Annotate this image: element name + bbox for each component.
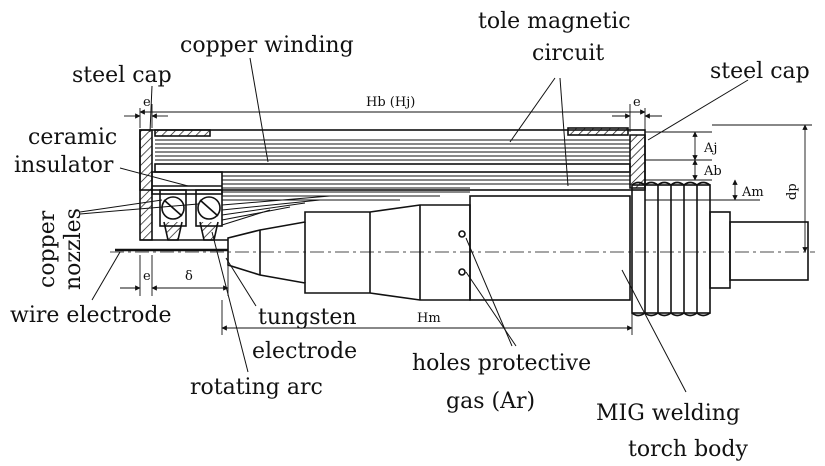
top-plate-left (154, 129, 211, 137)
dim-e-left-top: e (143, 95, 151, 110)
dim-am: Am (741, 185, 764, 200)
ceramic-insulator-block (151, 171, 223, 195)
winding-core (154, 163, 631, 173)
label-copper-winding: copper winding (180, 33, 354, 58)
label-steel-cap-right: steel cap (710, 59, 810, 84)
label-tungsten-1: tungsten (258, 305, 357, 330)
mig-body-main (469, 195, 631, 301)
top-plate-right (567, 127, 629, 136)
pole-cone (221, 195, 331, 226)
copper-winding-layers (155, 139, 630, 161)
label-copper-nozzles-1: copper (35, 210, 60, 288)
ribbed-section (631, 181, 711, 317)
dim-hm: Hm (417, 311, 441, 326)
torch-end (729, 221, 809, 281)
label-rotating-arc: rotating arc (190, 375, 323, 400)
dim-delta: δ (185, 269, 193, 284)
label-ceramic-2: insulator (14, 153, 114, 178)
tole-magnetic-layers (222, 175, 630, 201)
dim-aj: Aj (703, 141, 717, 156)
steel-cap-left-part (139, 129, 153, 241)
copper-nozzles (159, 189, 223, 241)
dim-e-right-top: e (633, 95, 641, 110)
label-wire-electrode: wire electrode (10, 303, 172, 328)
label-copper-nozzles-2: nozzles (61, 208, 86, 290)
gas-hole-top (458, 230, 466, 238)
nozzle-left (161, 196, 185, 220)
dim-ab: Ab (703, 164, 722, 179)
label-tole-magnetic-2: circuit (532, 41, 604, 66)
label-holes-2: gas (Ar) (446, 389, 535, 414)
leaders (79, 57, 749, 393)
dim-hb: Hb (Hj) (366, 95, 415, 110)
label-tole-magnetic-1: tole magnetic (478, 9, 631, 34)
gas-hole-bottom (458, 268, 466, 276)
label-holes-1: holes protective (412, 351, 591, 376)
tungsten-electrode-part (227, 204, 471, 301)
dim-e-left-bottom: e (143, 269, 151, 284)
label-mig-1: MIG welding (596, 401, 740, 426)
steel-cap-right-part (629, 134, 646, 189)
torch-tail (709, 211, 731, 289)
labels: copper winding tole magnetic circuit ste… (10, 9, 810, 462)
drawing (110, 127, 815, 317)
label-ceramic-1: ceramic (28, 125, 117, 150)
dim-dp: dp (785, 183, 800, 200)
label-steel-cap-left: steel cap (72, 63, 172, 88)
label-mig-2: torch body (628, 437, 748, 462)
dimensions (120, 104, 812, 335)
dimension-labels: Hb (Hj) e e e δ Hm Aj Ab Am dp (143, 95, 800, 326)
nozzle-right (197, 196, 221, 220)
label-tungsten-2: electrode (252, 339, 357, 364)
